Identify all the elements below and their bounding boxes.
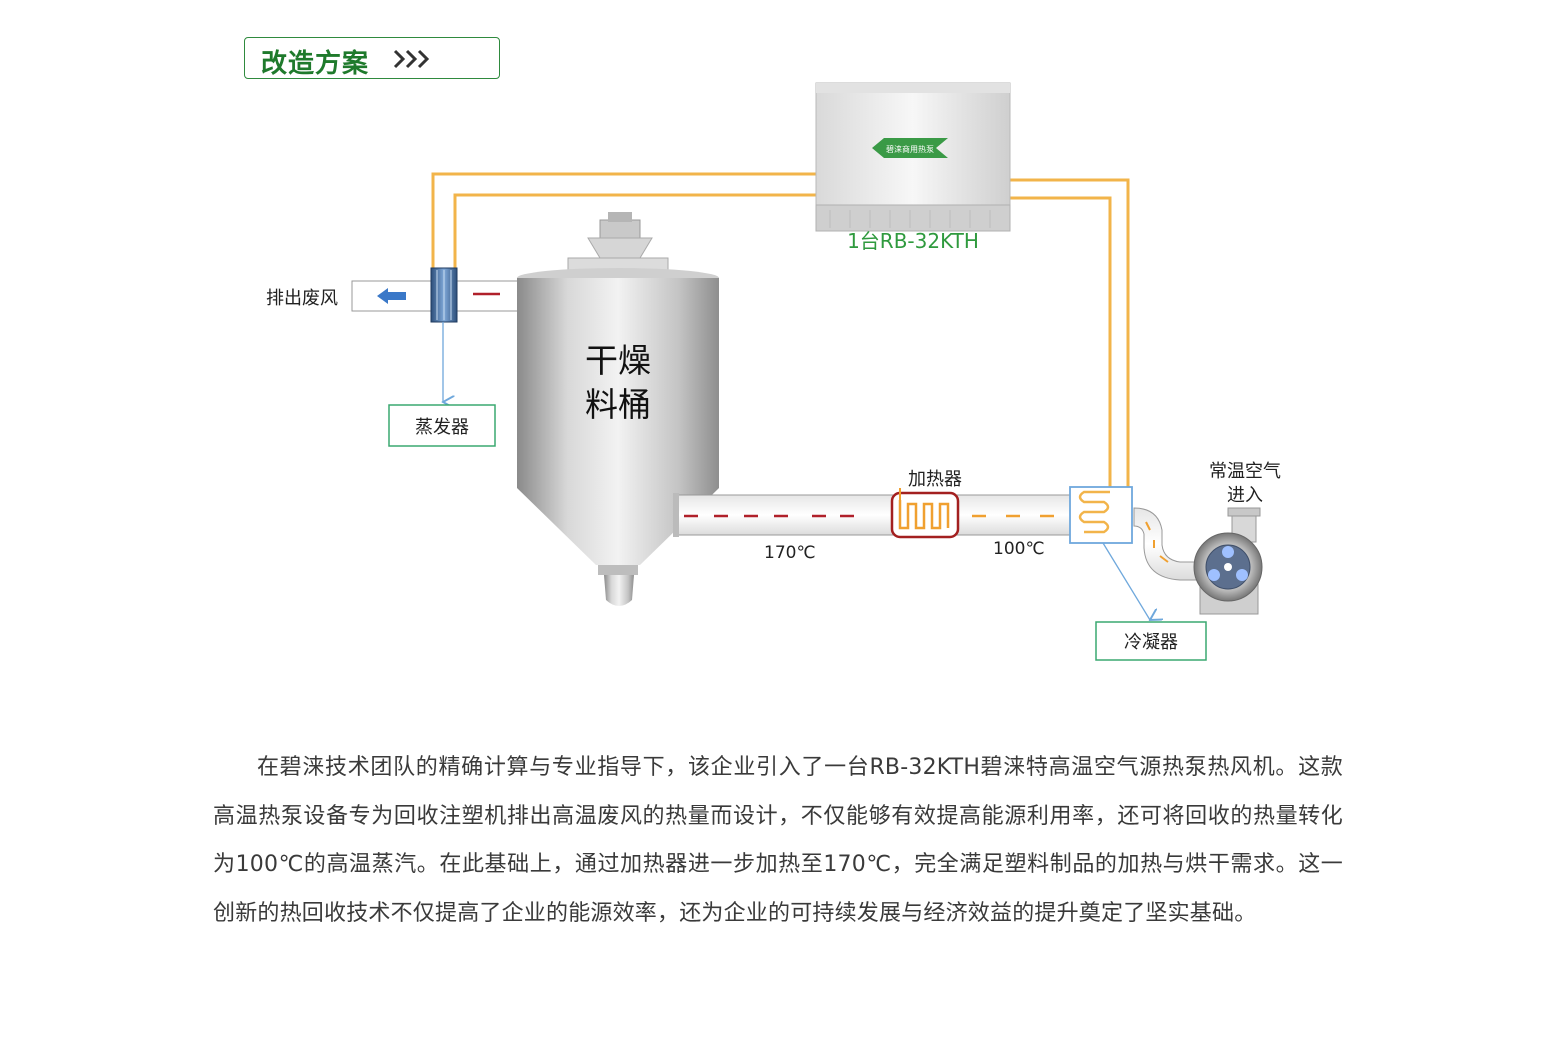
heat-pump-unit: 碧涞商用热泵 1台RB-32KTH [815, 82, 1011, 253]
unit-model-label: 1台RB-32KTH [847, 229, 979, 253]
heater-label: 加热器 [908, 469, 962, 490]
evaporator-coil [430, 267, 458, 402]
exhaust-label: 排出废风 [266, 288, 338, 309]
dryer-label-line2: 料桶 [585, 385, 651, 424]
logo-text: 碧涞商用热泵 [886, 144, 934, 154]
section-header: 改造方案 [244, 37, 500, 79]
exhaust-arrow-icon [377, 288, 406, 304]
evaporator-label: 蒸发器 [415, 417, 469, 438]
section-title: 改造方案 [261, 49, 370, 79]
condenser [1069, 486, 1150, 620]
refrigerant-pipes [431, 172, 1130, 490]
condenser-label: 冷凝器 [1124, 632, 1178, 653]
brand-logo: 碧涞商用热泵 [872, 138, 948, 158]
ambient-air-label-line1: 常温空气 [1209, 461, 1281, 482]
evaporator-label-box: 蒸发器 [388, 404, 496, 447]
temp-warm-label: 100℃ [993, 539, 1045, 559]
dryer-hopper: 干燥 料桶 [517, 212, 719, 606]
dryer-label-line1: 干燥 [585, 341, 651, 380]
blower-fan: 常温空气 进入 [1133, 461, 1281, 615]
temp-hot-label: 170℃ [764, 543, 816, 563]
heat-recovery-diagram: 碧涞商用热泵 1台RB-32KTH 排出废风 蒸发器 干燥 料桶 [266, 82, 1281, 661]
heater: 加热器 [890, 469, 962, 539]
exhaust-duct: 排出废风 [266, 280, 519, 312]
description-paragraph: 在碧涞技术团队的精确计算与专业指导下，该企业引入了一台RB-32KTH碧涞特高温… [213, 755, 1343, 926]
chevrons-icon [393, 49, 430, 69]
condenser-label-box: 冷凝器 [1095, 621, 1207, 661]
ambient-air-label-line2: 进入 [1227, 485, 1263, 506]
